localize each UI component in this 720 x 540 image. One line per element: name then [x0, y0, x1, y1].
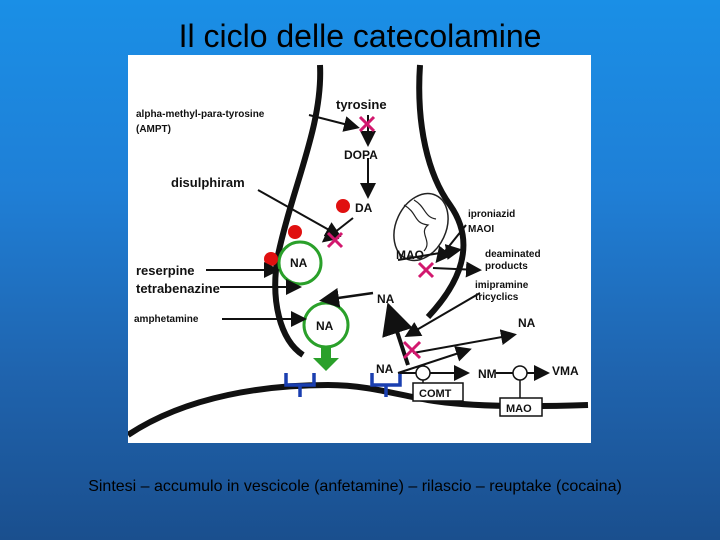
- label-na-vesicle: NA: [290, 256, 308, 270]
- label-amphetamine: amphetamine: [134, 314, 199, 325]
- label-reserpine: reserpine: [136, 263, 195, 278]
- label-na-release: NA: [316, 319, 334, 333]
- block-mark-maoi: [417, 261, 435, 279]
- label-tyrosine: tyrosine: [336, 97, 387, 112]
- label-da: DA: [355, 201, 373, 215]
- label-mao-inner: MAO: [396, 248, 424, 262]
- label-mao-box: MAO: [506, 403, 532, 415]
- label-ampt-line1: alpha-methyl-para-tyrosine: [136, 109, 265, 120]
- label-vma: VMA: [552, 364, 579, 378]
- block-mark-reuptake: [402, 340, 422, 360]
- label-dopa: DOPA: [344, 148, 378, 162]
- label-nm: NM: [478, 367, 497, 381]
- label-imipramine-line1: imipramine: [475, 280, 529, 291]
- dopa-dot: [336, 199, 350, 213]
- label-deaminated-line1: deaminated: [485, 249, 541, 260]
- label-maoi: MAOI: [468, 224, 494, 235]
- presynaptic-membrane-right: [416, 64, 467, 320]
- label-tetrabenazine: tetrabenazine: [136, 281, 220, 296]
- diagram-panel: tyrosine alpha-methyl-para-tyrosine (AMP…: [128, 55, 591, 443]
- label-imipramine-line2: tricyclics: [475, 292, 519, 303]
- mao-box: [499, 397, 543, 417]
- receptor-left: [284, 373, 316, 397]
- receptor-right: [370, 373, 402, 397]
- label-disulphiram: disulphiram: [171, 175, 245, 190]
- label-ampt-line2: (AMPT): [136, 124, 171, 135]
- na-dot-1: [288, 225, 302, 239]
- label-comt: COMT: [419, 388, 452, 400]
- label-na-right: NA: [518, 316, 536, 330]
- comt-box: [412, 382, 464, 402]
- slide-title: Il ciclo delle catecolamine: [178, 18, 542, 54]
- catecholamine-cycle-diagram: tyrosine alpha-methyl-para-tyrosine (AMP…: [128, 64, 589, 438]
- na-dot-2: [264, 252, 278, 266]
- block-mark-ampt: [358, 115, 376, 133]
- label-na-mid: NA: [377, 292, 395, 306]
- slide-caption: Sintesi – accumulo in vescicole (anfetam…: [88, 478, 622, 495]
- block-mark-disulphiram: [326, 231, 344, 249]
- label-iproniazid: iproniazid: [468, 209, 515, 220]
- presynaptic-membrane-left: [272, 64, 324, 358]
- label-deaminated-line2: products: [485, 261, 528, 272]
- label-na-cleft: NA: [376, 362, 394, 376]
